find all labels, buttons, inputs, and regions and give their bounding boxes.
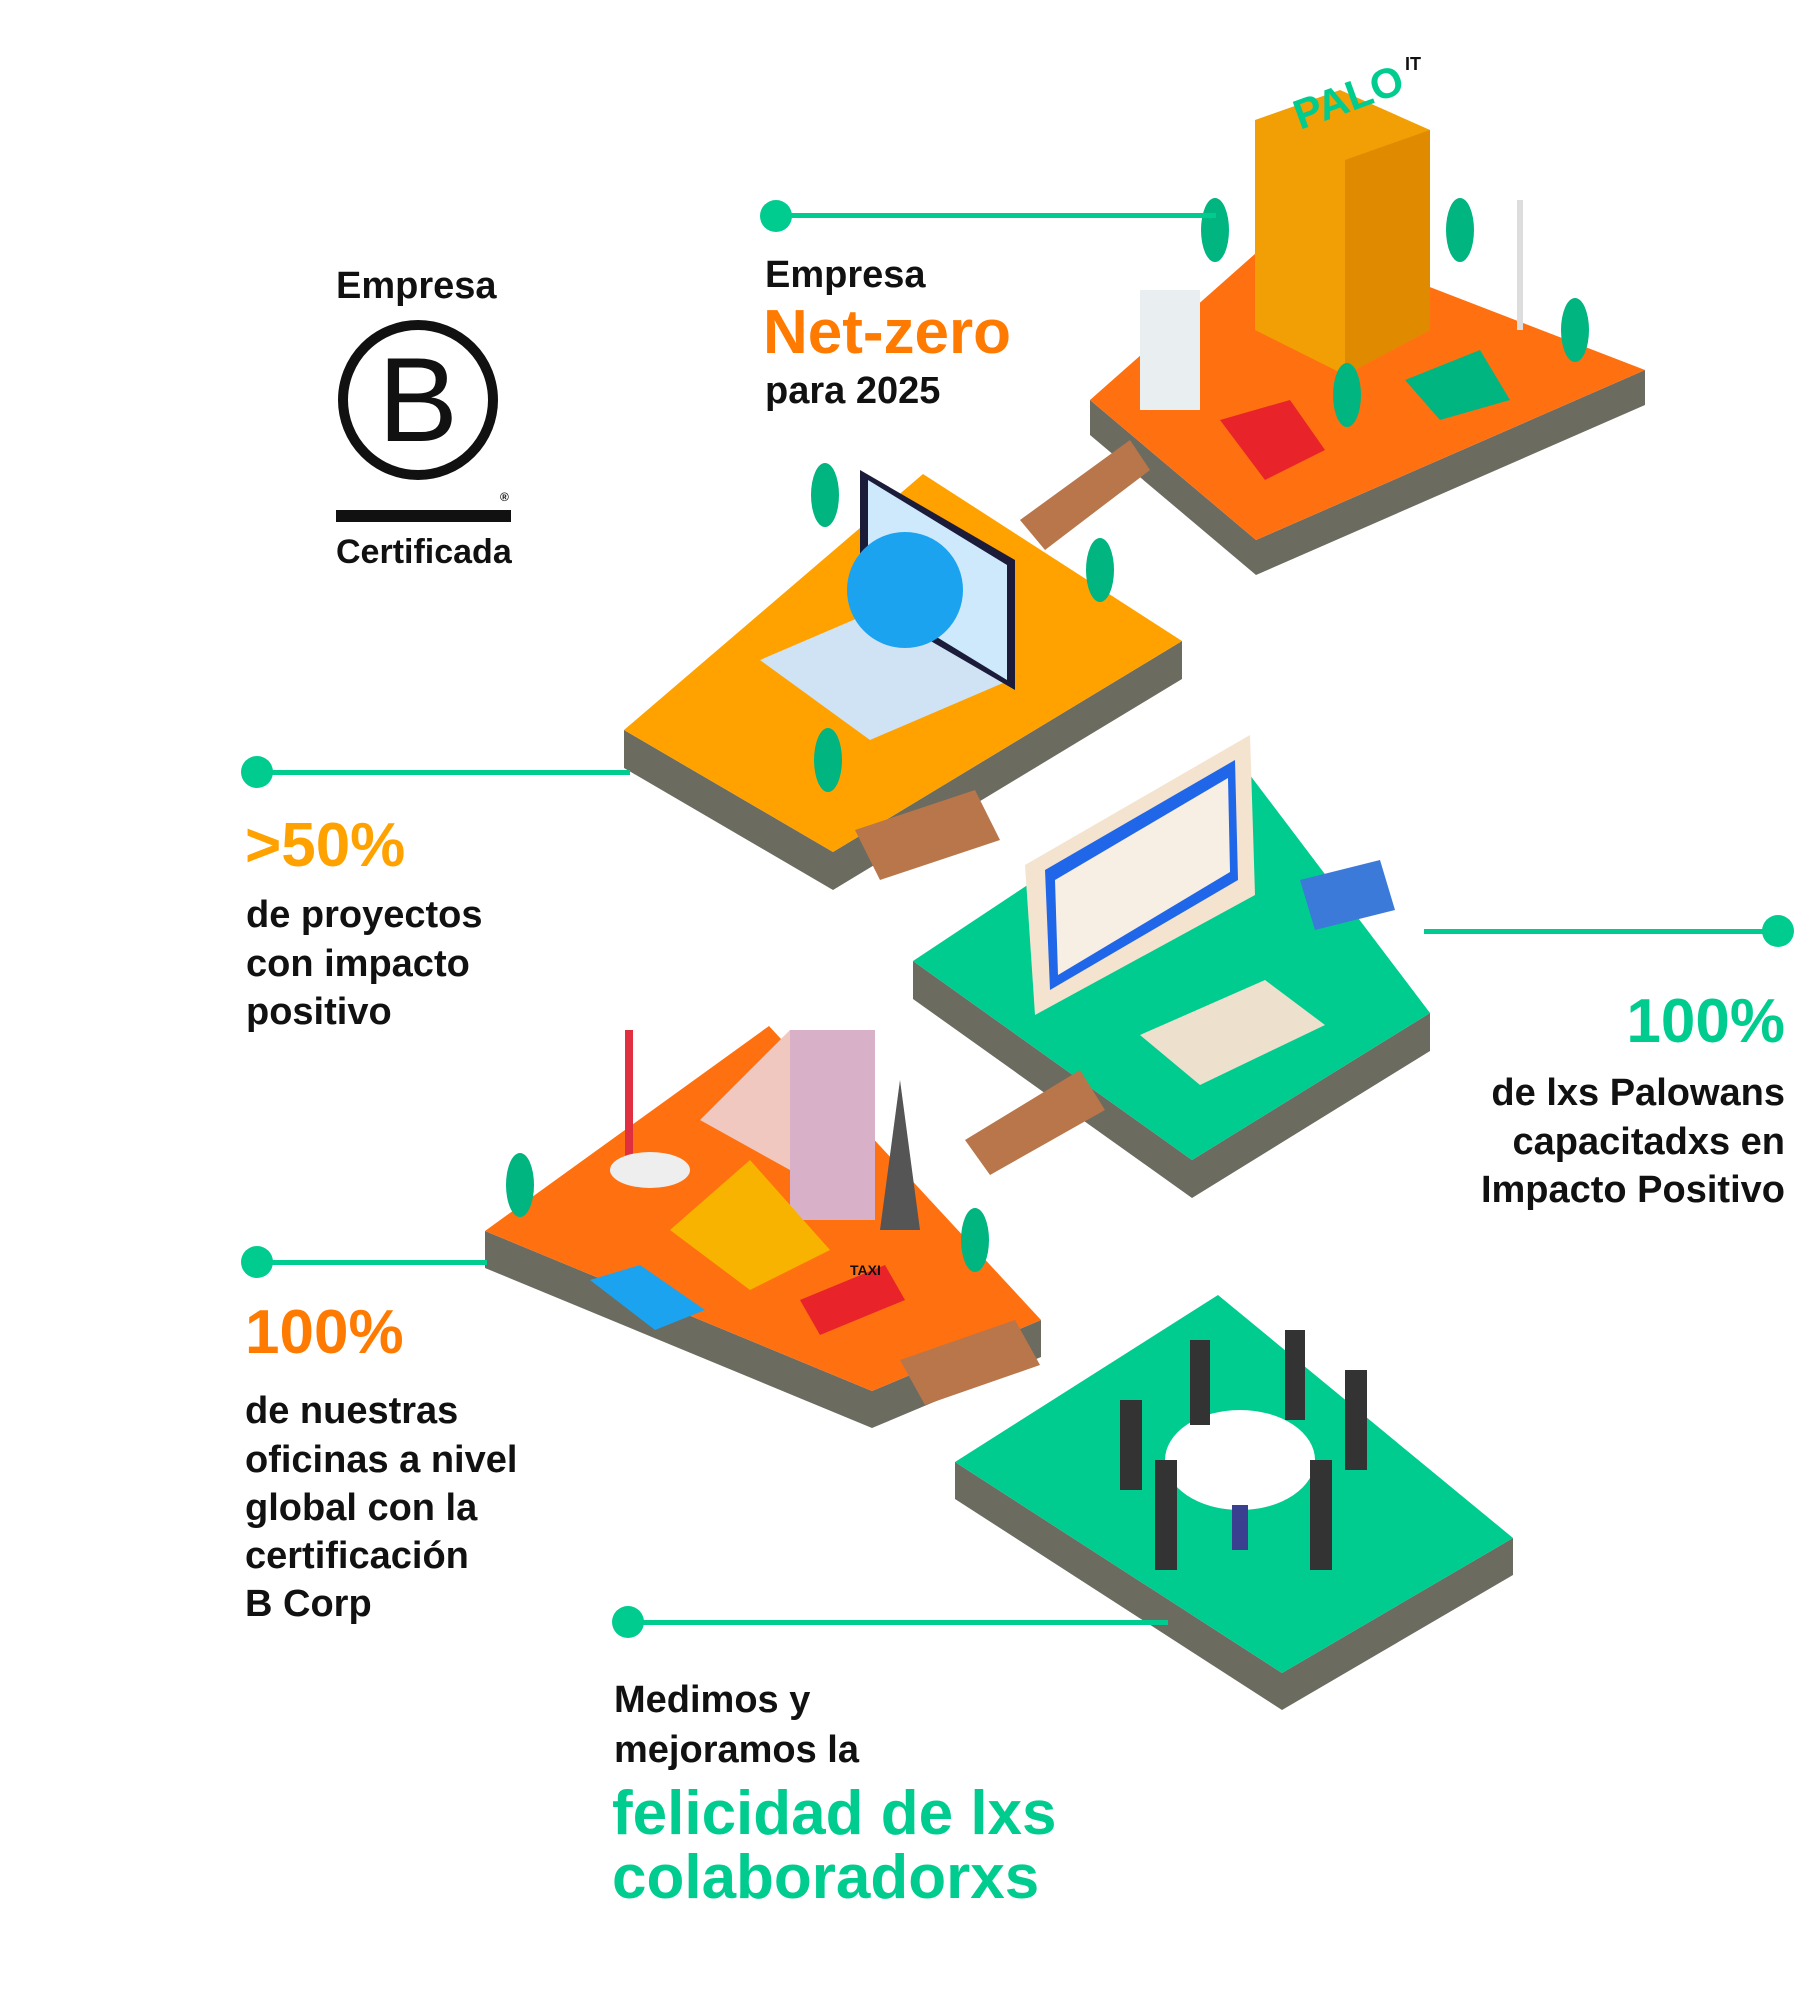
eiffel-tower xyxy=(880,1080,920,1230)
connector-line xyxy=(1424,929,1776,934)
bcorp-top-label: Empresa xyxy=(336,265,497,307)
connector-line xyxy=(628,1620,1168,1625)
charging-station xyxy=(1140,290,1200,410)
happiness-line: mejoramos la xyxy=(614,1729,859,1771)
projects-line: positivo xyxy=(246,991,392,1033)
tree xyxy=(1201,198,1229,262)
bridge xyxy=(855,790,1000,880)
offices-line: oficinas a nivel xyxy=(245,1439,518,1481)
red-car xyxy=(1220,400,1325,480)
bcorp-bottom-label: Certificada xyxy=(336,533,512,571)
offices-line: certificación xyxy=(245,1535,469,1577)
party-table xyxy=(1165,1410,1315,1510)
offices-line: de nuestras xyxy=(245,1390,459,1432)
projects-line: de proyectos xyxy=(246,894,483,936)
connector-line xyxy=(257,770,630,775)
recycle-icon xyxy=(1405,350,1510,420)
taxi-sign: TAXI xyxy=(850,1262,881,1278)
tree xyxy=(1086,538,1114,602)
party-people xyxy=(1120,1330,1367,1570)
tree xyxy=(811,463,839,527)
palowans-stat: 100% xyxy=(1626,987,1785,1056)
connector-dot xyxy=(1762,915,1794,947)
tree xyxy=(814,728,842,792)
office-building: PALO IT xyxy=(1255,54,1430,375)
palowans-line: capacitadxs en xyxy=(1512,1121,1785,1163)
skyscraper xyxy=(790,1030,875,1220)
offices-line: global con la xyxy=(245,1487,478,1529)
offices-stat: 100% xyxy=(245,1298,404,1367)
island-netzero: PALO IT xyxy=(1090,54,1645,575)
netzero-highlight: Net-zero xyxy=(763,298,1012,367)
island-happiness xyxy=(955,1295,1513,1710)
palowans-line: Impacto Positivo xyxy=(1480,1169,1785,1211)
building-sign-sup: IT xyxy=(1405,54,1421,74)
bcorp-logo: B xyxy=(338,320,498,480)
bridge xyxy=(965,1070,1105,1175)
happiness-line: Medimos y xyxy=(614,1679,811,1721)
happiness-highlight: felicidad de lxs xyxy=(612,1779,1057,1848)
netzero-line1: Empresa xyxy=(765,254,926,296)
connector-line xyxy=(776,213,1216,218)
bridge xyxy=(1020,440,1150,550)
island-training xyxy=(913,735,1430,1198)
opera-house xyxy=(700,1030,790,1170)
torii-gate xyxy=(625,1030,633,1160)
keyboard xyxy=(1140,980,1325,1085)
projects-stat: >50% xyxy=(245,811,406,880)
tree xyxy=(961,1208,989,1272)
netzero-line3: para 2025 xyxy=(765,370,941,412)
connector-line xyxy=(257,1260,487,1265)
happiness-highlight: colaboradorxs xyxy=(612,1843,1040,1912)
pyramid xyxy=(670,1160,830,1290)
tree xyxy=(1446,198,1474,262)
tree xyxy=(1561,298,1589,362)
books xyxy=(1300,860,1395,930)
projects-line: con impacto xyxy=(246,943,470,985)
registered-mark: ® xyxy=(500,490,509,504)
tree xyxy=(506,1153,534,1217)
tree xyxy=(1333,363,1361,427)
globe-icon xyxy=(847,532,963,648)
bcorp-letter: B xyxy=(377,333,459,467)
bridge xyxy=(900,1320,1040,1405)
taxi xyxy=(800,1265,905,1335)
palowans-line: de lxs Palowans xyxy=(1491,1072,1785,1114)
offices-line: B Corp xyxy=(245,1583,372,1625)
pool xyxy=(590,1265,705,1330)
bcorp-bar xyxy=(336,510,511,522)
